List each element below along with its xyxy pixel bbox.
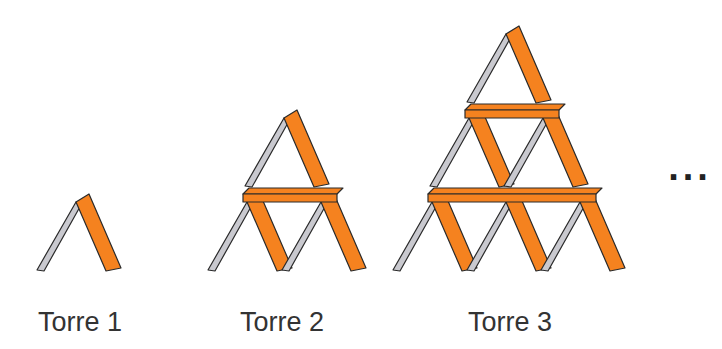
flat-card [243,188,343,194]
grey-card [208,202,252,271]
grey-card [467,34,511,103]
grey-card [430,118,474,187]
grey-card [467,202,511,271]
orange-card [247,194,292,271]
grey-card [245,118,289,187]
orange-card [469,110,514,187]
flat-card [465,110,559,118]
orange-card [432,194,477,271]
flat-card [428,194,596,202]
orange-card [284,110,329,187]
grey-card [282,202,326,271]
orange-card [76,194,121,271]
grey-card [393,202,437,271]
grey-card [37,202,81,271]
orange-card [321,194,366,271]
orange-card [580,194,625,271]
flat-card [428,188,602,194]
orange-card [506,194,551,271]
orange-card [506,26,551,103]
tower-label: Torre 1 [38,309,122,336]
tower-label: Torre 2 [240,309,324,336]
grey-card [504,118,548,187]
flat-card [465,104,565,110]
grey-card [541,202,585,271]
orange-card [543,110,588,187]
flat-card [243,194,337,202]
tower-label: Torre 3 [468,309,552,336]
continuation-dots: ... [668,148,712,186]
